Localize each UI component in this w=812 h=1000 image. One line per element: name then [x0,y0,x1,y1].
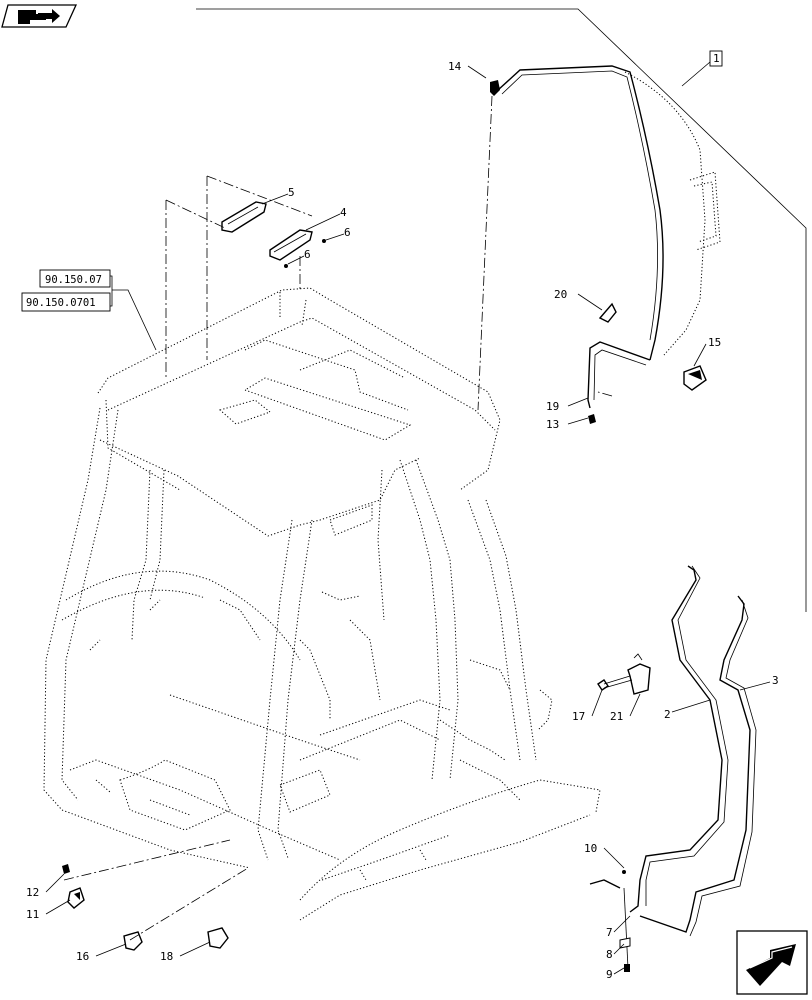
callout-14: 14 [448,60,462,73]
reference-label: 90.150.07 [45,274,102,286]
part-4-5-visor [221,201,326,268]
callout-15: 15 [708,336,721,349]
bolt-part-17 [597,675,633,691]
callout-6b: 6 [304,248,311,261]
svg-text:1: 1 [713,52,720,65]
callout-11: 11 [26,908,39,921]
reference-box-1[interactable]: 90.150.07 [39,269,111,288]
callout-17: 17 [572,710,585,723]
callout-10: 10 [584,842,597,855]
reference-label: 90.150.0701 [26,297,96,309]
reference-box-2[interactable]: 90.150.0701 [21,292,111,312]
knob-parts-11-12 [62,864,85,909]
callout-18: 18 [160,950,173,963]
callout-3: 3 [772,674,779,687]
callout-4: 4 [340,206,347,219]
callout-19: 19 [546,400,559,413]
callout-12: 12 [26,886,39,899]
cab-frame [43,287,601,921]
callout-8: 8 [606,948,613,961]
callout-labels: 14 5 4 6 6 20 15 19 13 3 2 17 21 10 7 8 … [26,60,779,981]
handle-part-16 [123,931,143,951]
assembly-callout-1: 1 [681,50,723,87]
hose-parts-2-3 [589,565,757,972]
next-page-arrow-icon[interactable] [736,930,808,995]
callout-20: 20 [554,288,567,301]
window-seal-part-1 [490,65,721,424]
callout-13: 13 [546,418,559,431]
callout-16: 16 [76,950,89,963]
handle-part-18 [207,927,229,949]
callout-21: 21 [610,710,623,723]
bracket-part-21 [627,653,651,695]
callout-2: 2 [664,708,671,721]
callout-6a: 6 [344,226,351,239]
book-open-arrow-icon[interactable] [1,4,78,28]
callout-7: 7 [606,926,613,939]
callout-9: 9 [606,968,613,981]
callout-5: 5 [288,186,295,199]
